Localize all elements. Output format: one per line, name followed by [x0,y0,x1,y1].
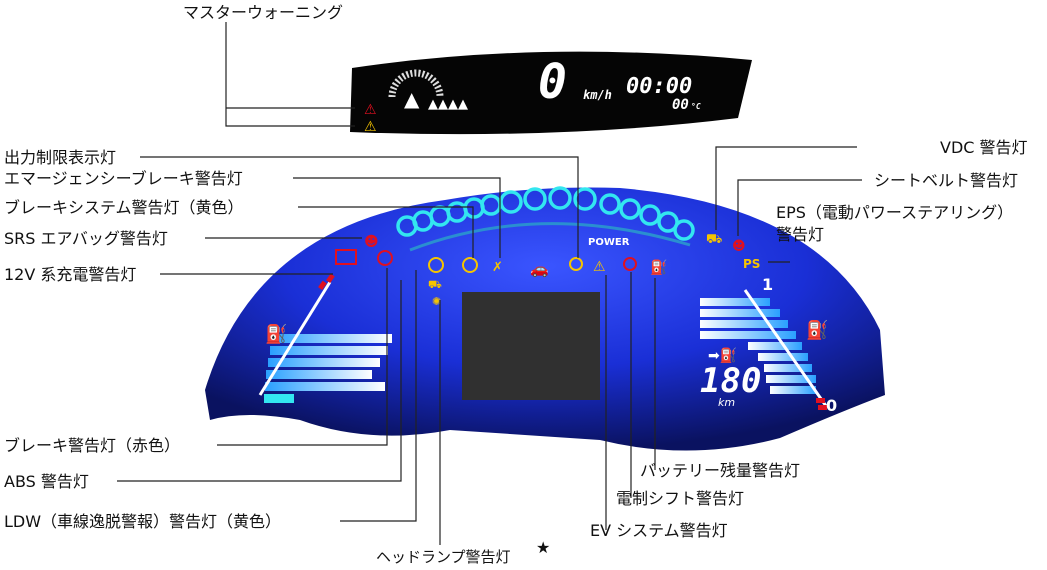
emergency-brake-icon: ✗ [492,260,503,275]
headlamp-icon: ✺ [432,295,441,308]
label-battery-low: バッテリー残量警告灯 [640,461,800,480]
battery-icon [335,249,357,265]
speed-unit: km/h [583,88,612,102]
label-brake-system-yellow: ブレーキシステム警告灯（黄色） [4,198,244,217]
eps-badge: PS [743,257,760,271]
center-screen [462,292,600,400]
range-value: 180 [700,361,761,401]
label-output-limit: 出力制限表示灯 [4,148,116,167]
airbag-icon: ☻ [364,234,379,250]
temperature-unit: °C [691,102,701,111]
label-eps-line2: 警告灯 [776,225,824,244]
tree-eco-small-icons: ▲▲▲▲ [428,97,468,112]
label-srs-airbag: SRS エアバッグ警告灯 [4,229,168,248]
range-unit: km [718,396,735,409]
main-cluster: ⛽ 1 0 ⛽ ➡⛽ 180 km [205,186,885,451]
label-emergency-brake: エマージェンシーブレーキ警告灯 [4,169,243,188]
label-master-warning: マスターウォーニング [183,3,343,22]
left-bar-gauge: ⛽ [258,273,392,403]
temperature-value: 00 [672,97,689,113]
power-meter [396,186,695,252]
label-eps-line1: EPS（電動パワーステアリング） [776,203,1013,222]
label-headlamp: ヘッドランプ警告灯 [376,548,511,566]
label-headlamp-mark: ★ [536,538,550,557]
vdc-icon: ⛟ [706,232,722,247]
power-label: POWER [588,237,630,248]
label-brake-red: ブレーキ警告灯（赤色） [4,436,180,455]
seatbelt-icon: ☻ [732,239,746,254]
brake-yellow-icon [462,257,478,273]
fuel-arrow-icon: ➡⛽ [708,347,737,364]
leader-lines [117,22,862,545]
warning-triangle-yellow-icon: ⚠ [364,119,377,135]
fuel-gauge-icon: ⛽ [806,319,828,341]
label-shift-warning: 電制シフト警告灯 [616,489,744,508]
label-abs: ABS 警告灯 [4,472,89,491]
shift-warning-icon [623,257,637,271]
car-ready-icon: 🚗 [530,260,549,278]
upper-display: ▲ ▲▲▲▲ ⚠ ⚠ 0 km/h 00:00 00 °C [350,51,752,135]
label-ev-system: EV システム警告灯 [590,521,728,540]
speed-value: 0 [538,54,567,110]
label-ldw: LDW（車線逸脱警報）警告灯（黄色） [4,512,281,531]
label-seatbelt: シートベルト警告灯 [874,171,1018,190]
ldw-icon: ⛟ [428,278,442,291]
warning-triangle-red-icon: ⚠ [364,102,377,118]
output-limit-icon [569,257,583,271]
label-vdc: VDC 警告灯 [940,138,1028,157]
eco-tree-gauge: ▲ ▲▲▲▲ [388,69,468,112]
callout-labels: マスターウォーニング 出力制限表示灯 エマージェンシーブレーキ警告灯 ブレーキシ… [4,3,1028,566]
ev-system-icon: ⚠ [593,259,606,275]
brake-red-icon [377,250,393,266]
gauge-max-label: 1 [762,275,773,294]
charge-station-icon: ⛽ [265,323,287,345]
clock-value: 00:00 [626,74,692,99]
battery-low-icon: ⛽ [650,259,667,276]
right-bar-gauge: 1 0 ⛽ [700,275,837,415]
gauge-min-label: 0 [826,396,837,415]
abs-icon [428,257,444,273]
tree-eco-icon: ▲ [404,87,420,111]
label-charge-12v: 12V 系充電警告灯 [4,265,136,284]
